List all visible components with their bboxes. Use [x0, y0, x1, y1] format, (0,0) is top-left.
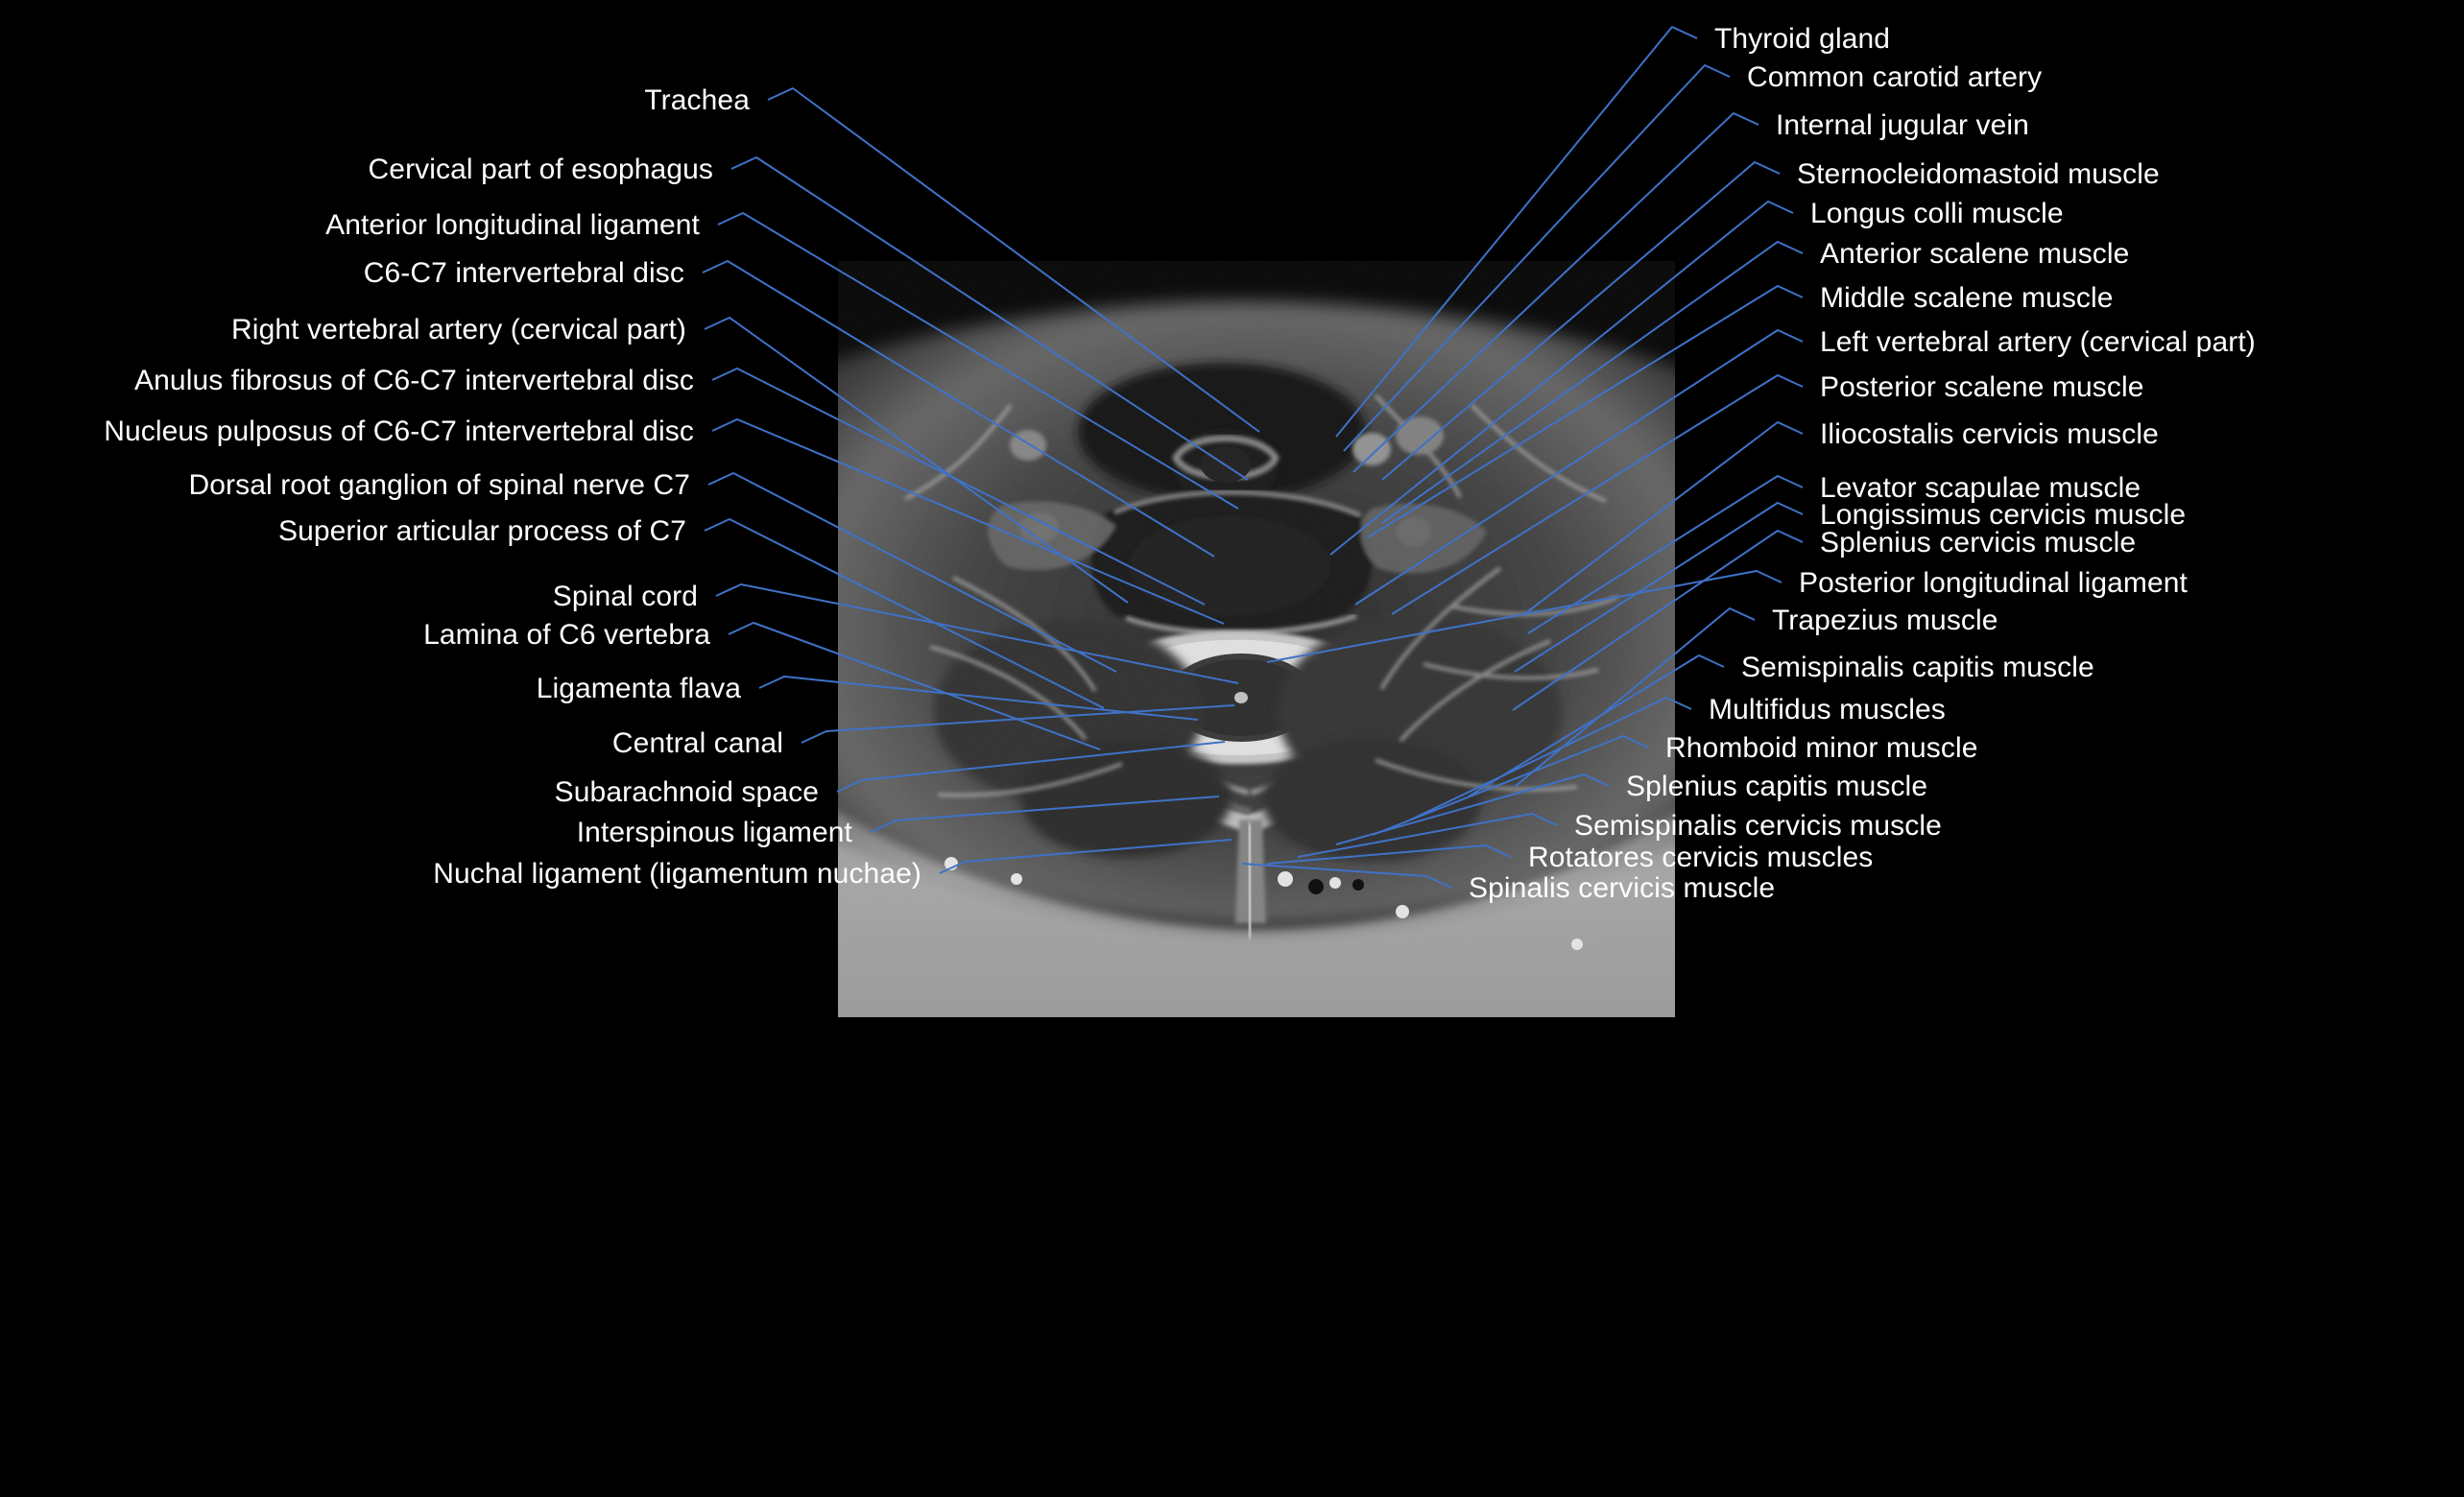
label-trapezius: Trapezius muscle — [1772, 605, 1998, 636]
label-ligamenta-flava: Ligamenta flava — [536, 673, 741, 704]
label-c6c7-disc: C6-C7 intervertebral disc — [363, 257, 684, 289]
label-multifidus: Multifidus muscles — [1709, 694, 1946, 725]
label-middle-scalene: Middle scalene muscle — [1820, 282, 2114, 314]
label-iliocostalis-cervicis: Iliocostalis cervicis muscle — [1820, 418, 2159, 450]
label-longissimus-cervicis: Longissimus cervicis muscle — [1820, 499, 2187, 531]
label-post-long-ligament: Posterior longitudinal ligament — [1799, 567, 2188, 599]
label-longus-colli: Longus colli muscle — [1810, 198, 2064, 229]
label-lamina-c6: Lamina of C6 vertebra — [423, 619, 710, 651]
label-internal-jugular: Internal jugular vein — [1776, 109, 2029, 141]
label-semispinalis-capitis: Semispinalis capitis muscle — [1741, 652, 2094, 683]
label-dorsal-root-ganglion: Dorsal root ganglion of spinal nerve C7 — [188, 469, 690, 501]
label-posterior-scalene: Posterior scalene muscle — [1820, 371, 2144, 403]
label-splenius-cervicis: Splenius cervicis muscle — [1820, 527, 2137, 558]
label-sternocleidomastoid: Sternocleidomastoid muscle — [1797, 158, 2160, 190]
label-thyroid-gland: Thyroid gland — [1714, 23, 1891, 55]
label-trachea: Trachea — [644, 84, 750, 116]
label-interspinous-lig: Interspinous ligament — [576, 817, 852, 848]
label-central-canal: Central canal — [611, 727, 783, 759]
label-rotatores-cervicis: Rotatores cervicis muscles — [1528, 842, 1874, 873]
label-sup-artic-process: Superior articular process of C7 — [277, 515, 686, 547]
label-nuchal-ligament: Nuchal ligament (ligamentum nuchae) — [433, 858, 921, 890]
label-anterior-scalene: Anterior scalene muscle — [1820, 238, 2130, 270]
label-common-carotid: Common carotid artery — [1747, 61, 2043, 93]
label-spinalis-cervicis: Spinalis cervicis muscle — [1469, 872, 1776, 904]
label-splenius-capitis: Splenius capitis muscle — [1626, 771, 1928, 802]
label-nucleus-pulposus: Nucleus pulposus of C6-C7 intervertebral… — [104, 416, 694, 447]
label-right-vert-artery: Right vertebral artery (cervical part) — [231, 314, 686, 345]
label-levator-scapulae: Levator scapulae muscle — [1820, 472, 2141, 504]
label-rhomboid-minor: Rhomboid minor muscle — [1665, 732, 1978, 764]
label-anulus-fibrosus: Anulus fibrosus of C6-C7 intervertebral … — [134, 365, 694, 396]
label-subarachnoid-space: Subarachnoid space — [554, 776, 819, 808]
label-cervical-esophagus: Cervical part of esophagus — [368, 154, 713, 185]
label-ant-long-ligament: Anterior longitudinal ligament — [325, 209, 700, 241]
label-semispinalis-cervicis: Semispinalis cervicis muscle — [1574, 810, 1942, 842]
label-spinal-cord: Spinal cord — [552, 581, 698, 612]
label-left-vert-artery: Left vertebral artery (cervical part) — [1820, 326, 2256, 358]
